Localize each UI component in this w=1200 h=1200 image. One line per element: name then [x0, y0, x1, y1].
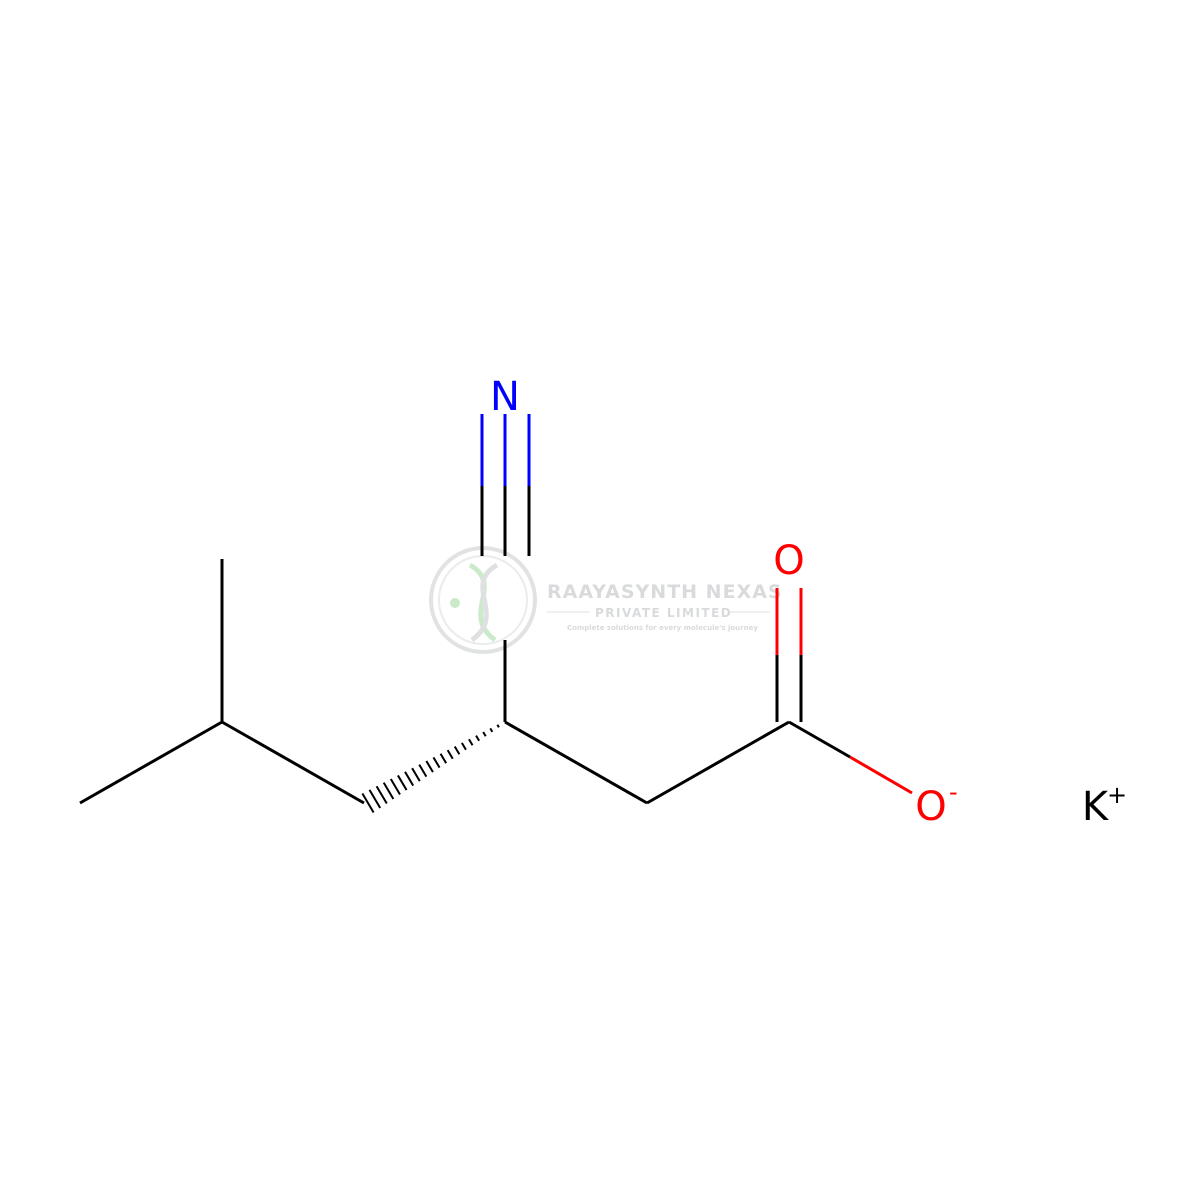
wedge-hash-line	[482, 731, 487, 737]
hashed-wedge-bond	[361, 724, 500, 813]
wedge-hash-line	[411, 767, 421, 782]
wedge-hash-line	[418, 764, 428, 778]
atom-labels: N O O - K +	[490, 374, 1127, 830]
wedge-hash-line	[361, 793, 375, 813]
wedge-hash-line	[404, 771, 415, 787]
wedge-hash-line	[368, 789, 382, 809]
wedge-hash-line	[432, 756, 441, 769]
wedge-hash-line	[453, 745, 461, 755]
wedge-hash-line	[389, 778, 401, 796]
bond-isobutyl-ch2	[221, 720, 365, 805]
watermark-logo-icon	[429, 546, 537, 654]
triple-bond-cn	[480, 414, 531, 556]
potassium-charge: +	[1107, 781, 1127, 809]
bond-ch-ch2	[504, 720, 648, 805]
wedge-hash-line	[496, 724, 500, 728]
wedge-hash-line	[375, 785, 388, 805]
oxide-charge: -	[949, 778, 958, 806]
atom-nitrogen: N	[490, 374, 520, 420]
watermark: RAAYASYNTH NEXAS PRIVATE LIMITED Complet…	[429, 546, 783, 654]
wedge-hash-line	[468, 738, 474, 746]
wedge-hash-line	[446, 749, 454, 760]
wedge-hash-line	[382, 782, 395, 800]
watermark-subtitle: PRIVATE LIMITED	[595, 606, 732, 620]
watermark-tagline: Complete solutions for every molecule's …	[567, 624, 758, 632]
wedge-hash-line	[425, 760, 434, 773]
wedge-hash-line	[489, 727, 494, 733]
atom-oxide-oxygen: O	[915, 784, 946, 830]
wedge-hash-line	[439, 753, 448, 764]
atom-carbonyl-oxygen: O	[773, 538, 804, 584]
bond-c-oxide	[788, 720, 913, 795]
atom-potassium: K	[1082, 784, 1110, 830]
bond-ch2-carbonyl	[646, 720, 790, 805]
bond-methyl-left	[79, 720, 223, 805]
wedge-hash-line	[475, 735, 480, 742]
wedge-hash-line	[461, 742, 467, 751]
double-bond-co	[775, 588, 803, 722]
watermark-name: RAAYASYNTH NEXAS	[547, 581, 783, 603]
bonds	[79, 414, 913, 813]
wedge-hash-line	[397, 774, 408, 791]
